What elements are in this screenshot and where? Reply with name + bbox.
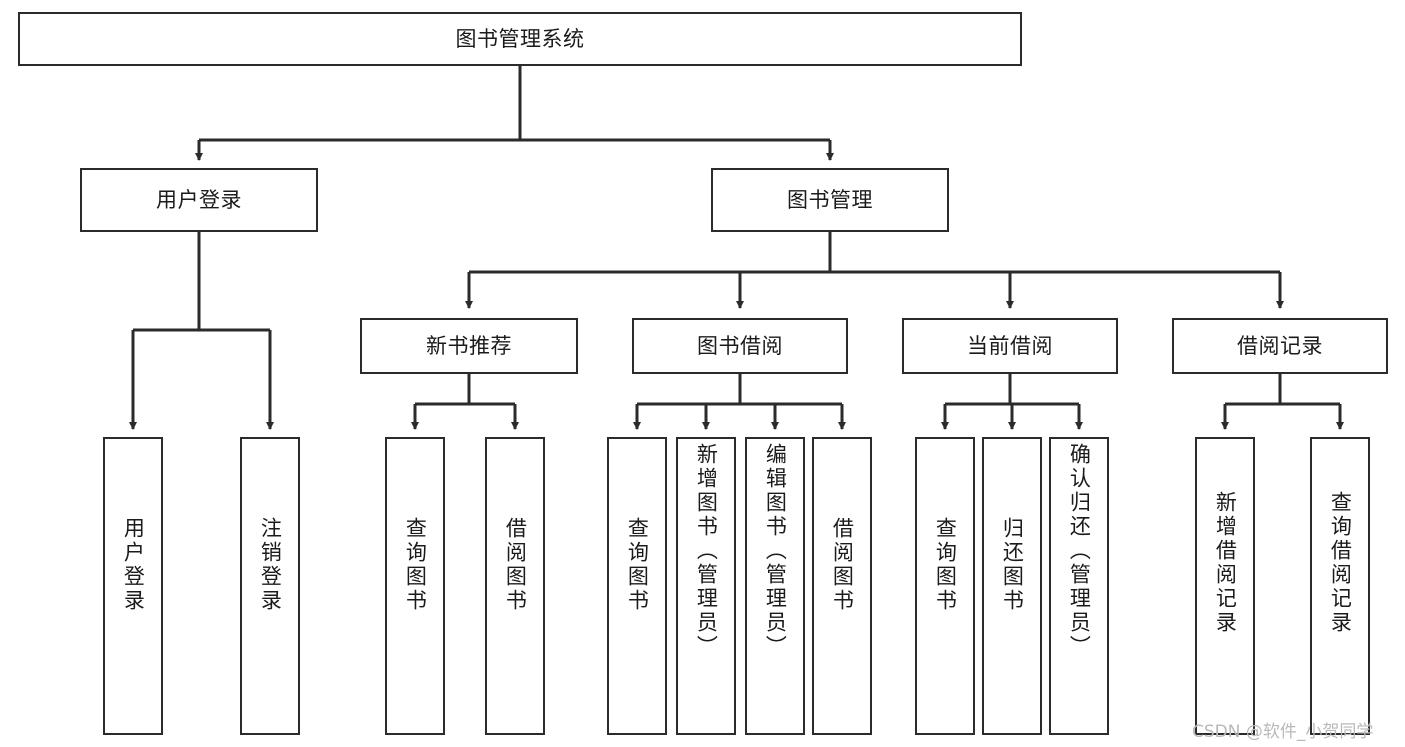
leaf-add-book-label: 新增图书（管理员） xyxy=(694,443,719,659)
leaf-confirm-return[interactable]: 确认归还（管理员） xyxy=(1049,437,1109,735)
leaf-return-book-label: 归还图书 xyxy=(1000,517,1025,613)
leaf-user-logout[interactable]: 注销登录 xyxy=(240,437,300,735)
leaf-add-record-label: 新增借阅记录 xyxy=(1213,491,1238,635)
node-book-borrow-label: 图书借阅 xyxy=(697,333,783,358)
node-book-manage[interactable]: 图书管理 xyxy=(711,168,949,232)
csdn-watermark: CSDN @软件_小贺同学 xyxy=(1192,722,1374,742)
leaf-borrow-book-1-label: 借阅图书 xyxy=(503,517,528,613)
node-borrow-record[interactable]: 借阅记录 xyxy=(1172,318,1388,374)
leaf-query-record-label: 查询借阅记录 xyxy=(1328,491,1353,635)
leaf-query-book-2[interactable]: 查询图书 xyxy=(607,437,667,735)
leaf-edit-book[interactable]: 编辑图书（管理员） xyxy=(745,437,805,735)
leaf-user-login[interactable]: 用户登录 xyxy=(103,437,163,735)
leaf-user-logout-label: 注销登录 xyxy=(258,517,283,613)
node-book-borrow[interactable]: 图书借阅 xyxy=(632,318,848,374)
leaf-query-book-3-label: 查询图书 xyxy=(933,517,958,613)
node-new-book-recommend[interactable]: 新书推荐 xyxy=(360,318,578,374)
node-borrow-record-label: 借阅记录 xyxy=(1237,333,1323,358)
leaf-query-book-1-label: 查询图书 xyxy=(403,517,428,613)
leaf-add-book[interactable]: 新增图书（管理员） xyxy=(676,437,736,735)
leaf-user-login-label: 用户登录 xyxy=(121,517,146,613)
node-user-login[interactable]: 用户登录 xyxy=(80,168,318,232)
node-new-book-recommend-label: 新书推荐 xyxy=(426,333,512,358)
leaf-borrow-book-1[interactable]: 借阅图书 xyxy=(485,437,545,735)
node-user-login-label: 用户登录 xyxy=(156,187,242,212)
leaf-return-book[interactable]: 归还图书 xyxy=(982,437,1042,735)
leaf-confirm-return-label: 确认归还（管理员） xyxy=(1067,443,1092,659)
leaf-add-record[interactable]: 新增借阅记录 xyxy=(1195,437,1255,735)
leaf-query-record[interactable]: 查询借阅记录 xyxy=(1310,437,1370,735)
node-root-label: 图书管理系统 xyxy=(455,26,585,51)
node-root[interactable]: 图书管理系统 xyxy=(18,12,1022,66)
node-current-borrow[interactable]: 当前借阅 xyxy=(902,318,1118,374)
leaf-borrow-book-2-label: 借阅图书 xyxy=(830,517,855,613)
leaf-edit-book-label: 编辑图书（管理员） xyxy=(763,443,788,659)
node-book-manage-label: 图书管理 xyxy=(787,187,873,212)
leaf-query-book-1[interactable]: 查询图书 xyxy=(385,437,445,735)
leaf-borrow-book-2[interactable]: 借阅图书 xyxy=(812,437,872,735)
leaf-query-book-2-label: 查询图书 xyxy=(625,517,650,613)
leaf-query-book-3[interactable]: 查询图书 xyxy=(915,437,975,735)
node-current-borrow-label: 当前借阅 xyxy=(967,333,1053,358)
